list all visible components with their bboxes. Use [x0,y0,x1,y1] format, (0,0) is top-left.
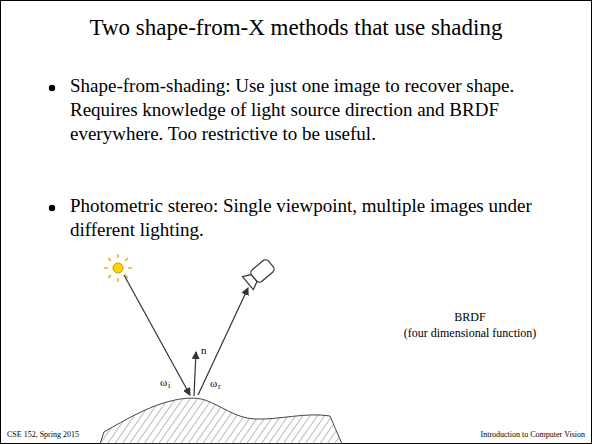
subscript: i [168,381,170,390]
footer-text: CSE 152, Spring 2015 [5,430,81,440]
sun-icon [104,254,132,282]
bullet [49,205,55,211]
reflected-ray [198,288,248,395]
brdf-label: BRDF [380,310,560,325]
brdf-note: (four dimensional function) [380,326,560,341]
slide-title: Two shape-from-X methods that use shadin… [0,14,592,42]
bullet-text: Shape-from-shading: Use just one image t… [70,74,548,146]
bullet-text: Photometric stereo: Single viewpoint, mu… [70,194,548,242]
normal-label: n [201,344,207,356]
omega-symbol: ω [210,377,217,389]
footer-text: Introduction to Computer Vision [479,430,587,440]
omega-symbol: ω [160,376,167,388]
bullet [49,85,55,91]
subscript: r [218,382,221,391]
camera-icon [242,257,276,289]
surface [100,398,342,444]
incident-ray [124,275,190,395]
normal-arrow [194,352,196,396]
